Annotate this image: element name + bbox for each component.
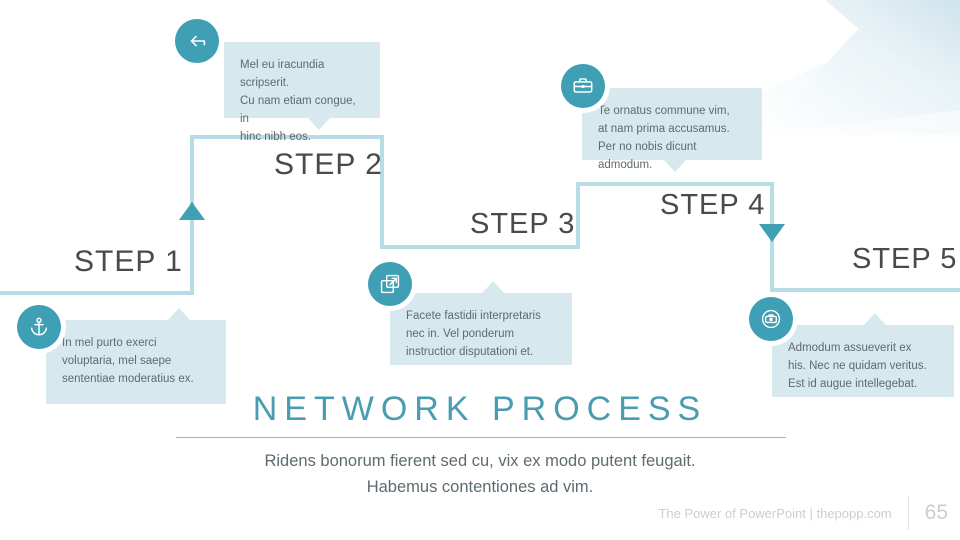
footer-attribution: The Power of PowerPoint | thepopp.com <box>658 505 892 521</box>
step-label-5: STEP 5 <box>852 243 958 275</box>
step-label-2: STEP 2 <box>274 148 383 181</box>
callout-step3: Facete fastidii interpretaris nec in. Ve… <box>390 281 572 365</box>
page-title: NETWORK PROCESS <box>252 390 708 428</box>
flow-marker-up <box>179 202 205 220</box>
callout-step2-line3: hinc nibh eos. <box>240 131 311 143</box>
subtitle-line-2: Habemus contentiones ad vim. <box>366 478 594 496</box>
anchor-icon <box>28 316 50 338</box>
callout-tail <box>482 281 504 293</box>
briefcase-icon <box>572 75 594 97</box>
callout-step4-line2: at nam prima accusamus. <box>598 123 730 135</box>
step-label-1: STEP 1 <box>74 245 183 278</box>
step-label-4: STEP 4 <box>660 189 766 221</box>
callout-step5: Admodum assueverit ex his. Nec ne quidam… <box>772 313 954 397</box>
callout-step1-icon-badge[interactable] <box>17 305 61 349</box>
step-label-3: STEP 3 <box>470 208 576 240</box>
callout-tail <box>864 313 886 325</box>
callout-step4-line1: Te ornatus commune vim, <box>598 105 730 117</box>
arrow-left-circle-icon <box>186 30 208 52</box>
callout-step4-icon-badge[interactable] <box>561 64 605 108</box>
callout-step1: In mel purto exerci voluptaria, mel saep… <box>46 308 226 404</box>
callout-step4-line4: admodum. <box>598 159 653 171</box>
callout-step4: Te ornatus commune vim, at nam prima acc… <box>582 88 762 172</box>
callout-step3-line1: Facete fastidii interpretaris <box>406 310 541 322</box>
callout-step1-line1: In mel purto exerci <box>62 337 157 349</box>
callout-tail <box>308 118 330 130</box>
camera-icon <box>760 308 782 330</box>
footer-page-number: 65 <box>924 501 948 524</box>
callout-step5-line2: his. Nec ne quidam veritus. <box>788 360 927 372</box>
callout-step5-line1: Admodum assueverit ex <box>788 342 912 354</box>
callout-tail <box>664 160 686 172</box>
callout-step3-icon-badge[interactable] <box>368 262 412 306</box>
callout-step1-line3: sententiae moderatius ex. <box>62 373 194 385</box>
callout-step2-line1: Mel eu iracundia scripserit. <box>240 59 325 89</box>
expand-arrows-icon <box>379 273 401 295</box>
callout-step3-line3: instructior disputationi et. <box>406 346 534 358</box>
title-divider <box>176 437 786 438</box>
slide-footer: The Power of PowerPoint | thepopp.com 65 <box>658 496 948 530</box>
footer-divider <box>907 496 909 530</box>
callout-step4-line3: Per no nobis dicunt <box>598 141 697 153</box>
flow-marker-down <box>759 224 785 242</box>
callout-step2-icon-badge[interactable] <box>175 19 219 63</box>
page-subtitle: Ridens bonorum fierent sed cu, vix ex mo… <box>0 448 960 500</box>
subtitle-line-1: Ridens bonorum fierent sed cu, vix ex mo… <box>264 452 696 470</box>
callout-tail <box>168 308 190 320</box>
callout-step1-line2: voluptaria, mel saepe <box>62 355 172 367</box>
callout-step2-line2: Cu nam etiam congue, in <box>240 95 356 125</box>
callout-step5-line3: Est id augue intellegebat. <box>788 378 918 390</box>
callout-step3-line2: nec in. Vel ponderum <box>406 328 515 340</box>
callout-step5-icon-badge[interactable] <box>749 297 793 341</box>
callout-step2: Mel eu iracundia scripserit. Cu nam etia… <box>224 42 380 143</box>
